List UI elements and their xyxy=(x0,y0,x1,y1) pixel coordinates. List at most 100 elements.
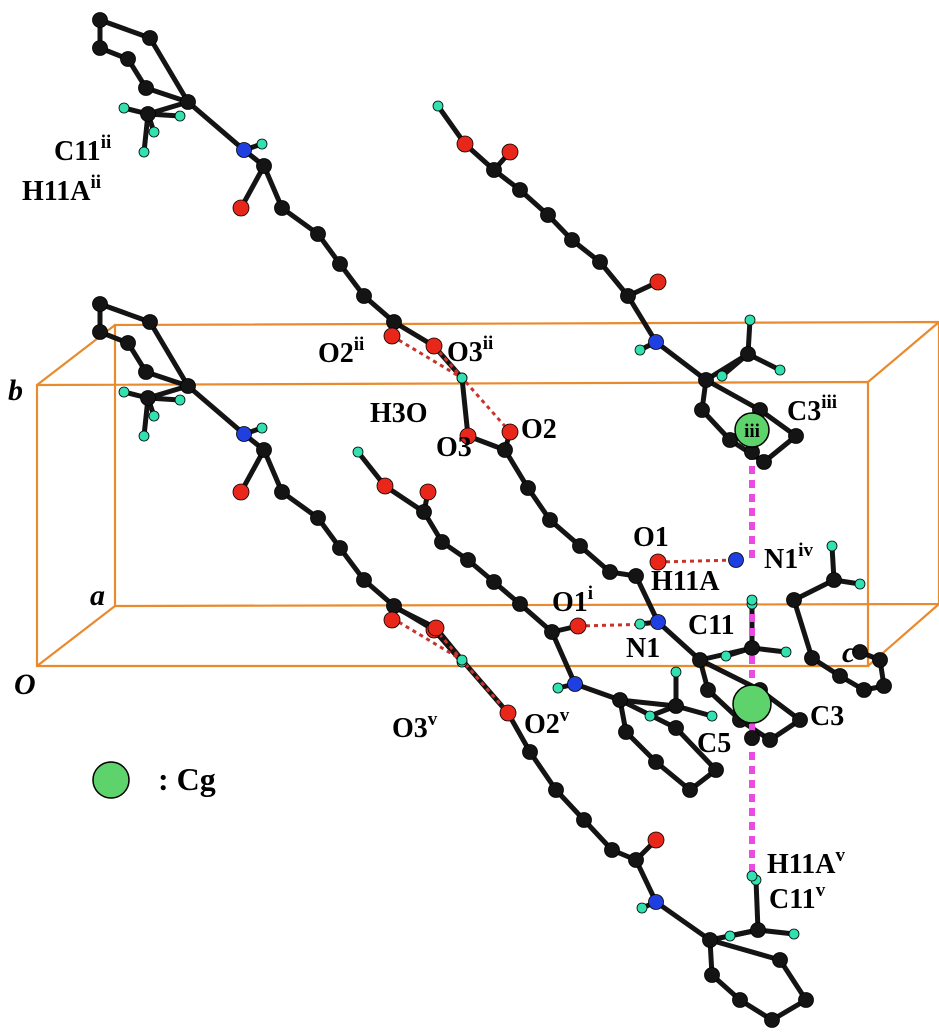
bond xyxy=(703,377,763,413)
hydrogen-bond xyxy=(432,345,512,433)
bond xyxy=(549,629,578,687)
carbon-atom xyxy=(852,644,868,660)
nitrogen-atom xyxy=(236,142,252,158)
hydrogen-atom xyxy=(256,138,268,150)
carbon-atom xyxy=(486,162,502,178)
carbon-atom xyxy=(576,812,592,828)
carbon-atom xyxy=(434,534,450,550)
carbon-atom xyxy=(142,314,158,330)
carbon-atom xyxy=(386,598,402,614)
label-o1-i: O1i xyxy=(552,583,593,618)
oxygen-atom xyxy=(649,273,667,291)
bond xyxy=(185,99,247,153)
bond xyxy=(572,681,623,703)
hydrogen-atom xyxy=(174,394,186,406)
hydrogen-atom xyxy=(148,410,160,422)
oxygen-atom xyxy=(376,477,394,495)
oxygen-atom xyxy=(499,704,517,722)
bond xyxy=(459,657,511,716)
hydrogen-atom xyxy=(716,370,728,382)
carbon-atom xyxy=(744,730,760,746)
hydrogen-atom xyxy=(644,710,656,722)
bond xyxy=(625,293,659,345)
bond xyxy=(653,899,713,943)
oxygen-atom xyxy=(456,135,474,153)
carbon-atom xyxy=(356,572,372,588)
carbon-atom xyxy=(256,442,272,458)
oxygen-atom xyxy=(647,831,665,849)
axis-label-origin: O xyxy=(14,668,36,701)
carbon-atom xyxy=(274,484,290,500)
carbon-atom xyxy=(620,288,636,304)
carbon-atom xyxy=(792,712,808,728)
carbon-atom xyxy=(668,720,684,736)
hydrogen-atom xyxy=(352,446,364,458)
carbon-atom xyxy=(592,254,608,270)
nitrogen-atom xyxy=(236,426,252,442)
hydrogen-atom xyxy=(670,666,682,678)
label-c5: C5 xyxy=(697,728,731,759)
carbon-atom xyxy=(180,94,196,110)
hydrogen-atom xyxy=(456,372,468,384)
label-c11-ii: C11ii xyxy=(54,132,111,167)
hydrogen-bond xyxy=(391,334,463,380)
hydrogen-atom xyxy=(636,902,648,914)
axis-label-a: a xyxy=(90,579,105,612)
bond xyxy=(617,697,679,709)
label-c11: C11 xyxy=(688,610,735,641)
carbon-atom xyxy=(856,682,872,698)
carbon-atom xyxy=(92,40,108,56)
carbon-atom xyxy=(564,232,580,248)
oxygen-atom xyxy=(501,423,519,441)
carbon-atom xyxy=(332,256,348,272)
carbon-atom xyxy=(740,346,756,362)
label-h11a-v: H11Av xyxy=(767,845,845,880)
carbon-atom xyxy=(786,592,802,608)
label-h11a: H11A xyxy=(651,566,720,597)
oxygen-atom xyxy=(427,619,445,637)
bond xyxy=(653,339,709,383)
centroid-marker xyxy=(732,684,772,724)
carbon-atom xyxy=(832,668,848,684)
centroid-iii: iii xyxy=(734,412,770,448)
legend-text: : Cg xyxy=(158,761,216,797)
carbon-atom xyxy=(180,378,196,394)
cell-edge xyxy=(867,321,939,383)
hydrogen-bond xyxy=(657,558,737,564)
oxygen-atom xyxy=(419,483,437,501)
label-n1-iv: N1iv xyxy=(764,540,814,575)
carbon-atom xyxy=(274,200,290,216)
axis-label-b: b xyxy=(8,374,23,407)
bond xyxy=(777,957,809,1003)
atom-layer xyxy=(92,12,892,1028)
bond xyxy=(673,725,719,773)
hydrogen-atom xyxy=(456,654,468,666)
carbon-atom xyxy=(522,744,538,760)
nitrogen-atom xyxy=(650,614,666,630)
hydrogen-atom xyxy=(854,578,866,590)
hydrogen-atom xyxy=(118,102,130,114)
label-c11-v: C11v xyxy=(769,880,826,915)
carbon-atom xyxy=(120,51,136,67)
carbon-atom xyxy=(356,288,372,304)
hydrogen-atom xyxy=(826,540,838,552)
carbon-atom xyxy=(138,80,154,96)
oxygen-atom xyxy=(425,337,443,355)
carbon-atom xyxy=(648,754,664,770)
carbon-atom xyxy=(386,314,402,330)
label-o1: O1 xyxy=(633,522,669,553)
carbon-atom xyxy=(310,510,326,526)
carbon-atom xyxy=(700,682,716,698)
carbon-atom xyxy=(872,652,888,668)
carbon-atom xyxy=(256,158,272,174)
carbon-atom xyxy=(694,402,710,418)
hydrogen-atom xyxy=(552,682,564,694)
carbon-atom xyxy=(542,512,558,528)
hydrogen-atom xyxy=(706,710,718,722)
nitrogen-atom xyxy=(648,334,664,350)
carbon-atom xyxy=(756,454,772,470)
label-o2-ii: O2ii xyxy=(318,334,364,369)
oxygen-atom xyxy=(232,483,250,501)
nitrogen-atom xyxy=(567,676,583,692)
